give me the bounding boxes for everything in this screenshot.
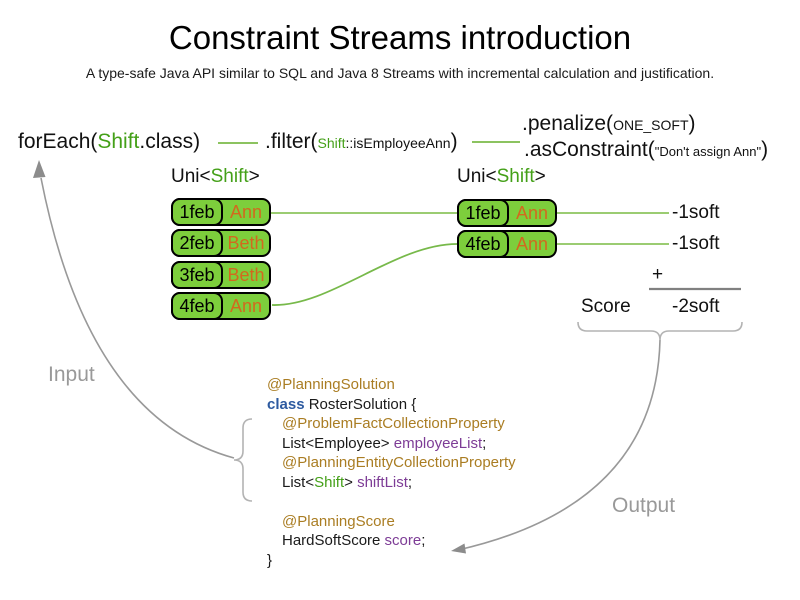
code-line-annotation: @PlanningSolution — [267, 375, 516, 395]
shift-employee: Ann — [229, 295, 263, 316]
penalize-post: ) — [688, 112, 696, 135]
field-score: score — [384, 532, 422, 549]
score-brace — [577, 321, 743, 341]
page-subtitle: A type-safe Java API similar to SQL and … — [85, 65, 715, 81]
code-line-employee-list: List<Employee> employeeList; — [267, 434, 516, 454]
uni-post: > — [534, 166, 546, 187]
shift-employee: Beth — [227, 264, 265, 285]
shift-date: 2feb — [171, 229, 223, 257]
semicolon: ; — [421, 532, 426, 549]
penalize-arg: ONE_SOFT — [613, 117, 689, 133]
type-list-open: List< — [282, 473, 315, 491]
foreach-expression: forEach(Shift.class) — [18, 130, 200, 154]
shift-row-4feb-ann: 4feb Ann — [171, 292, 271, 320]
shift-row-1feb-ann: 1feb Ann — [171, 198, 271, 226]
class-name: RosterSolution { — [308, 395, 417, 413]
code-line-annotation: @PlanningEntityCollectionProperty — [267, 453, 516, 473]
type-list-close: > — [344, 473, 358, 491]
asconstraint-arg: "Don't assign Ann" — [654, 144, 762, 159]
filter-post: ) — [450, 130, 458, 153]
penalize-expression: .penalize(ONE_SOFT) — [522, 112, 696, 136]
semicolon: ; — [482, 434, 487, 452]
match-penalty-2: -1soft — [672, 233, 720, 254]
plus-sign: + — [652, 264, 664, 285]
filtered-row-4feb-ann: 4feb Ann — [457, 230, 557, 258]
shift-date: 3feb — [171, 261, 223, 289]
output-label: Output — [612, 494, 676, 517]
keyword-class: class — [267, 395, 309, 413]
code-blank-line — [267, 492, 516, 512]
closing-brace: } — [267, 551, 273, 569]
filtered-row-1feb-ann: 1feb Ann — [457, 199, 557, 227]
shift-employee: Ann — [515, 233, 549, 254]
penalize-pre: .penalize( — [522, 112, 614, 135]
foreach-post: .class) — [139, 130, 201, 153]
uni-type: Shift — [496, 166, 535, 187]
shift-employee: Ann — [515, 202, 549, 223]
filter-arg-type: Shift — [317, 135, 346, 151]
connector-4feb-match — [271, 243, 458, 306]
shift-date: 4feb — [457, 230, 509, 258]
asconstraint-pre: .asConstraint( — [524, 138, 655, 161]
code-line-annotation: @ProblemFactCollectionProperty — [267, 414, 516, 434]
match-penalty-1: -1soft — [672, 202, 720, 223]
annotation-planning-solution: @PlanningSolution — [267, 376, 395, 393]
input-label: Input — [48, 363, 95, 386]
score-total: -2soft — [672, 296, 720, 317]
code-line-score: HardSoftScore score; — [267, 531, 516, 551]
field-employee-list: employeeList — [393, 434, 483, 452]
code-brace — [233, 418, 253, 502]
shift-date: 1feb — [457, 199, 509, 227]
asconstraint-expression: .asConstraint("Don't assign Ann") — [524, 138, 768, 162]
shift-employee: Ann — [229, 201, 263, 222]
filter-arg-rest: ::isEmployeeAnn — [345, 135, 451, 151]
shift-date: 1feb — [171, 198, 223, 226]
foreach-pre: forEach( — [18, 130, 98, 153]
left-stream-type-label: Uni<Shift> — [171, 166, 260, 188]
type-shift: Shift — [314, 473, 345, 491]
semicolon: ; — [407, 473, 413, 491]
code-line-annotation: @PlanningScore — [267, 512, 516, 532]
asconstraint-post: ) — [761, 138, 769, 161]
input-arrowhead-icon — [33, 160, 46, 178]
annotation-planning-entity: @PlanningEntityCollectionProperty — [282, 454, 516, 471]
uni-pre: Uni< — [457, 166, 497, 187]
code-line-class-decl: class RosterSolution { — [267, 395, 516, 415]
shift-row-2feb-beth: 2feb Beth — [171, 229, 271, 257]
shift-date: 4feb — [171, 292, 223, 320]
score-label: Score — [581, 296, 631, 317]
shift-employee: Beth — [227, 232, 265, 253]
roster-solution-code: @PlanningSolution class RosterSolution {… — [267, 375, 516, 570]
uni-post: > — [248, 166, 260, 187]
filter-pre: .filter( — [265, 130, 318, 153]
annotation-planning-score: @PlanningScore — [282, 512, 395, 530]
uni-pre: Uni< — [171, 166, 211, 187]
filter-expression: .filter(Shift::isEmployeeAnn) — [265, 130, 458, 154]
uni-type: Shift — [210, 166, 249, 187]
foreach-type: Shift — [97, 130, 140, 153]
right-stream-type-label: Uni<Shift> — [457, 166, 546, 188]
code-line-shift-list: List<Shift> shiftList; — [267, 473, 516, 493]
type-hardsoftscore: HardSoftScore — [282, 532, 385, 549]
code-line-closing-brace: } — [267, 551, 516, 571]
annotation-problem-fact: @ProblemFactCollectionProperty — [282, 415, 505, 432]
field-shift-list: shiftList — [357, 473, 408, 491]
page-title: Constraint Streams introduction — [168, 19, 632, 56]
type-list-employee: List<Employee> — [282, 434, 394, 452]
shift-row-3feb-beth: 3feb Beth — [171, 261, 271, 289]
